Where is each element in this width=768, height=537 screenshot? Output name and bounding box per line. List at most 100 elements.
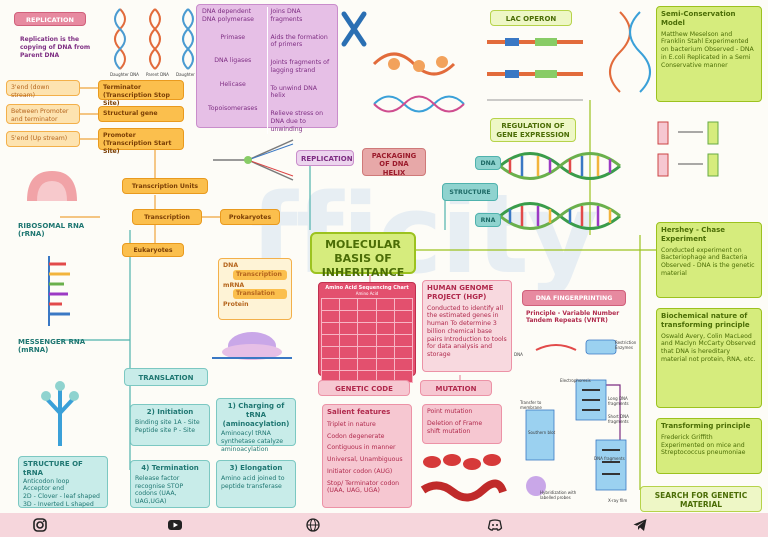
tu-right-1: Terminator (Transcription Stop Site)	[98, 80, 184, 107]
trna-structure-box: STRUCTURE OF tRNA Anticodon loop Accepto…	[18, 456, 108, 508]
replication-models	[114, 8, 194, 70]
prokaryotes-label: Prokaryotes	[220, 209, 280, 225]
youtube-icon[interactable]	[167, 517, 183, 533]
replication-label: REPLICATION	[296, 150, 354, 166]
codon-chart-sub: Amino Acid	[355, 291, 379, 297]
enzyme-role-1: Joins DNA fragments	[270, 8, 303, 23]
hgp-title: HUMAN GENOME PROJECT (HGP)	[427, 284, 494, 301]
biochemical-box: Biochemical nature of transforming princ…	[656, 308, 762, 408]
lac-operon-label: LAC OPERON	[490, 10, 572, 26]
eukaryotes-label: Eukaryotes	[122, 243, 184, 257]
termination-title: 4) Termination	[141, 464, 199, 472]
enzyme-1: DNA dependent DNA polymerase	[202, 8, 254, 23]
elongation-text: Amino acid joined to peptide transferase	[221, 474, 285, 490]
globe-icon[interactable]	[305, 517, 321, 533]
watermark: fficity	[250, 170, 599, 298]
dogma-translation: Translation	[233, 289, 287, 299]
fp-label-electrophoresis: Electrophoresis	[560, 378, 591, 383]
search-label: SEARCH FOR GENETIC MATERIAL	[640, 486, 762, 512]
salient-box: Salient features Triplet in nature Codon…	[322, 404, 412, 508]
initiation-text: Binding site 1A - Site Peptide site P - …	[135, 418, 200, 434]
center-title: MOLECULAR BASIS OF INHERITANCE	[310, 232, 416, 279]
tu-right-3: Promoter (Transcription Start Site)	[98, 128, 184, 155]
termination-box: 4) Termination Release factor recognise …	[130, 460, 210, 508]
replication-title: REPLICATION	[14, 12, 86, 26]
salient-item-1: Triplet in nature	[327, 420, 376, 428]
replication-fork-illustration	[213, 139, 294, 181]
codon-grid	[320, 298, 414, 384]
salient-item-6: Stop/ Terminator codon (UAA, UAG, UGA)	[327, 479, 400, 495]
enzyme-role-5: Relieve stress on DNA due to unwinding	[270, 110, 324, 133]
tu-right-2: Structural gene	[98, 106, 184, 122]
transforming-text: Frederick Griffith Experimented on mice …	[661, 433, 746, 457]
fingerprint-illustration	[525, 339, 627, 496]
dna-helix-illustration	[499, 152, 621, 230]
ribosome-illustration	[27, 171, 77, 201]
rna-label: RNA	[475, 213, 501, 227]
hershey-illustration	[657, 121, 719, 177]
enzyme-5: Topoisomerases	[208, 104, 258, 112]
regulation-label: REGULATION OF GENE EXPRESSION	[490, 118, 576, 142]
dogma-mrna: mRNA	[223, 281, 245, 289]
packaging-illustration	[341, 11, 465, 113]
hershey-box: Hershey - Chase Experiment Conducted exp…	[656, 222, 762, 298]
fp-label-transfer: Transfer to membrane	[520, 400, 542, 410]
codon-chart-title: Amino Acid Sequencing Chart	[325, 285, 409, 291]
enzyme-role-4: To unwind DNA helix	[270, 84, 318, 100]
fp-label-southern: Southern blot	[528, 430, 556, 435]
dogma-dna: DNA	[223, 262, 239, 269]
tu-left-3: 5'end (Up stream)	[6, 131, 80, 147]
enzyme-table: DNA dependent DNA polymerase Primase DNA…	[196, 4, 338, 135]
tu-left-2: Between Promoter and terminator	[6, 104, 80, 124]
elongation-title: 3) Elongation	[229, 464, 283, 472]
fp-label-hybridization: Hybridization with labelled probes	[540, 490, 577, 500]
biochemical-text: Oswald Avery, Colin MacLeod and Maclyn M…	[661, 332, 756, 363]
enzyme-2: Primase	[220, 33, 246, 41]
charging-text: Aminoacyl tRNA synthetase catalyze amino…	[221, 430, 284, 453]
mrna-illustration	[48, 256, 70, 326]
termination-text: Release factor recognise STOP codons (UA…	[135, 474, 184, 505]
discord-icon[interactable]	[487, 517, 503, 533]
model-label-2: Parent DNA	[146, 72, 169, 77]
fp-label-dna: DNA	[514, 352, 523, 357]
tu-left-1: 3'end (down stream)	[6, 80, 80, 99]
hgp-text: Conducted to identify all the estimated …	[427, 304, 507, 359]
enzyme-role-3: Joints fragments of lagging strand	[270, 59, 330, 74]
mutation-illustration	[420, 454, 507, 502]
semi-conservation-title: Semi-Conservation Model	[661, 10, 736, 27]
ribosomal-label: RIBOSOMAL RNA (rRNA)	[18, 222, 85, 238]
hgp-box: HUMAN GENOME PROJECT (HGP) Conducted to …	[422, 280, 512, 372]
fingerprint-title: DNA FINGERPRINTING	[522, 290, 626, 306]
mutation-item-1: Point mutation	[427, 408, 473, 415]
semi-conservation-text: Matthew Meselson and Franklin Stahl Expe…	[661, 30, 754, 69]
translation-label: TRANSLATION	[124, 368, 208, 386]
telegram-icon[interactable]	[632, 517, 648, 533]
replication-text: Replication is the copying of DNA from P…	[20, 36, 91, 59]
transforming-box: Transforming principle Frederick Griffit…	[656, 418, 762, 474]
salient-item-3: Contiguous in manner	[327, 444, 396, 452]
hershey-title: Hershey - Chase Experiment	[661, 226, 726, 243]
enzyme-3: DNA ligases	[214, 57, 252, 65]
initiation-title: 2) Initiation	[146, 408, 194, 416]
dogma-protein: Protein	[223, 301, 249, 308]
trna-illustration	[41, 381, 79, 446]
dogma-transcription: Transcription	[233, 269, 287, 280]
charging-box: 1) Charging of tRNA (aminoacylation) Ami…	[216, 398, 296, 453]
transcription-units-label: Transcription Units	[122, 178, 208, 194]
mutation-item-2: Deletion of Frame shift mutation	[427, 419, 483, 435]
trna-structure-title: STRUCTURE OF tRNA	[23, 460, 83, 477]
structure-label: STRUCTURE	[442, 183, 498, 201]
semi-conservation-helix	[609, 11, 651, 93]
genetic-code-label: GENETIC CODE	[318, 380, 410, 396]
salient-title: Salient features	[327, 408, 391, 416]
fp-label-restriction: Restriction Enzymes	[615, 340, 637, 350]
transforming-title: Transforming principle	[661, 422, 751, 430]
trna-structure-text: Anticodon loop Acceptor end 2D - Clover …	[23, 477, 100, 508]
salient-item-5: Initiator codon (AUG)	[327, 467, 393, 475]
charging-title: 1) Charging of tRNA (aminoacylation)	[222, 402, 290, 428]
packaging-label: PACKAGING OF DNA HELIX	[362, 148, 426, 177]
instagram-icon[interactable]	[32, 517, 48, 533]
footer-bar	[0, 513, 768, 537]
enzyme-role-2: Aids the formation of primers	[270, 33, 328, 49]
fp-label-short: Short DNA fragments	[608, 414, 629, 424]
